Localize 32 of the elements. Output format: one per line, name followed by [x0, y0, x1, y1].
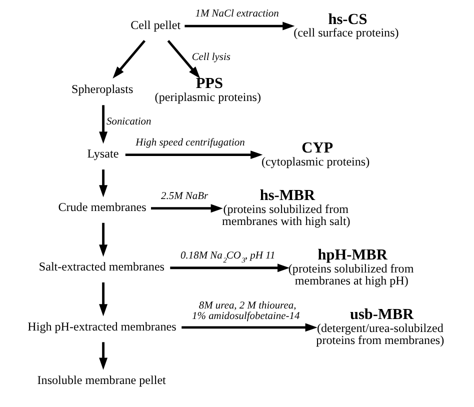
arrow — [98, 282, 108, 316]
arrow — [112, 40, 146, 79]
arrow — [181, 323, 317, 332]
arrow — [150, 204, 222, 213]
node-text: Crude membranes — [58, 200, 146, 214]
edge-label: 0.18M Na$_{2}$CO$_{3}$, pH 11 — [180, 250, 275, 265]
node-text: Spheroplasts — [71, 82, 133, 96]
arrow — [184, 22, 294, 30]
edge-label: 1M NaCl extraction — [194, 8, 278, 20]
node-text: hs-MBR (proteins solubilized from membranes with high salt) — [222, 187, 350, 228]
edge-label: 8M urea, 2 M thiourea, 1% amidosulfobetaine-14 — [192, 300, 300, 322]
arrow — [166, 40, 200, 79]
node-text: Insoluble membrane pellet — [36, 372, 166, 387]
node-text: PPS (periplasmic proteins) — [154, 75, 260, 104]
node-text: High pH-extracted membranes — [27, 319, 176, 334]
node-text: Cell pellet — [130, 18, 180, 32]
arrow — [98, 222, 108, 257]
arrow — [98, 342, 108, 370]
node-text: usb-MBR (detergent/urea-solubilzed proteins from membranes) — [316, 306, 444, 347]
edge-label: 2.5M NaBr — [160, 190, 208, 202]
arrow — [98, 170, 108, 198]
node-text: CYP (cytoplasmic proteins) — [260, 140, 370, 168]
node-text: Salt-extracted membranes — [38, 260, 164, 274]
edge-label: High speed centrifugation — [135, 137, 244, 148]
node-text: hpH-MBR (proteins solubilized from membranes at high pH) — [288, 246, 414, 288]
edge-label: Sonication — [106, 116, 151, 128]
edge-label: Cell lysis — [191, 52, 230, 64]
arrow — [98, 105, 108, 144]
arrow — [124, 150, 262, 160]
node-text: Lysate — [86, 146, 118, 161]
node-text: hs-CS (cell surface proteins) — [293, 10, 398, 40]
arrow — [170, 264, 290, 272]
